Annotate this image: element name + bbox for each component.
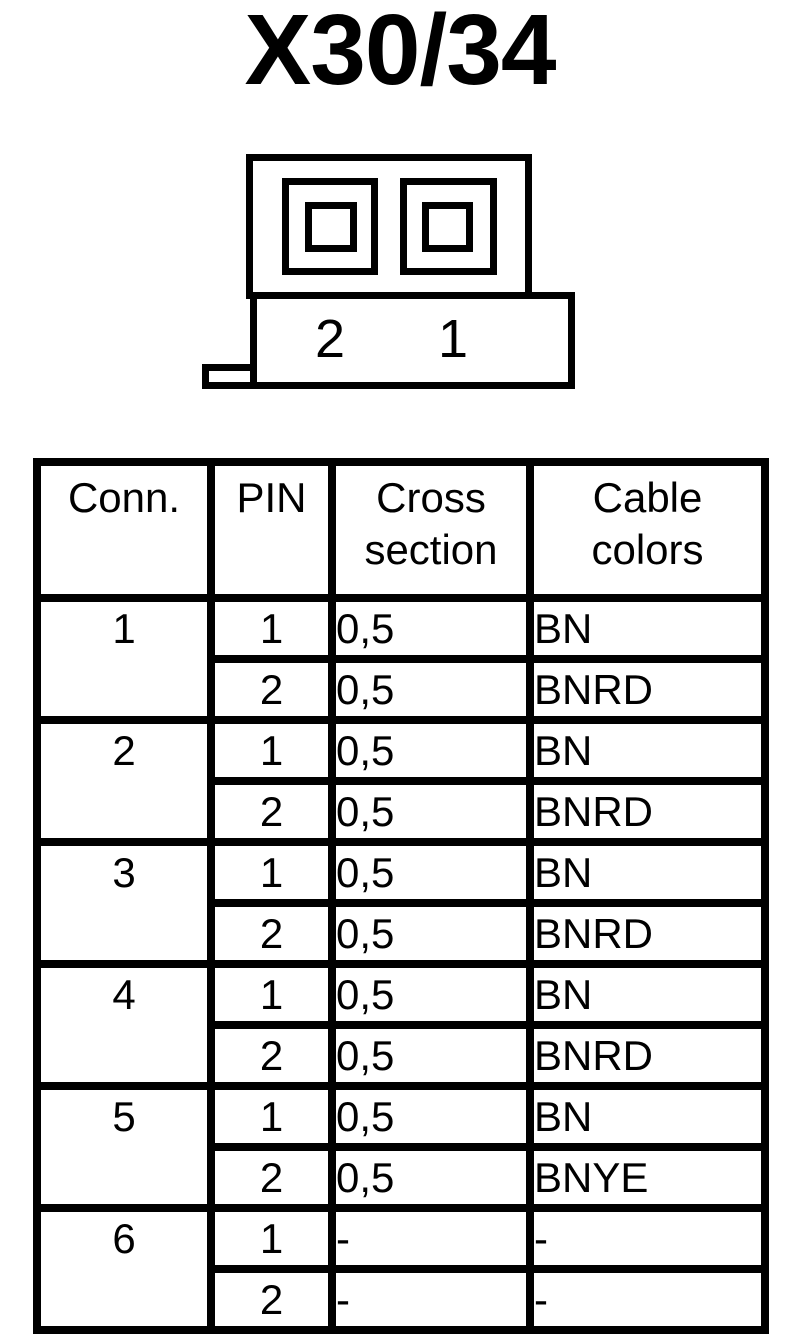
pin-label-1: 1 (437, 309, 469, 369)
cable-color-cell: BNRD (526, 655, 769, 724)
table-row: 2 1 0,5 BN (33, 716, 769, 846)
table-row: 4 1 0,5 BN (33, 960, 769, 1090)
cable-color-cell: BN (526, 960, 769, 1029)
header-cross-section: Cross section (328, 458, 534, 602)
cross-section-cell: 0,5 (328, 716, 534, 785)
conn-cell: 5 (33, 1082, 215, 1212)
pin-cell: 2 (207, 655, 336, 724)
table-row: 6 1 - - (33, 1204, 769, 1334)
cross-section-cell: 0,5 (328, 838, 534, 907)
pin-cell: 2 (207, 1143, 336, 1212)
pin-label-2: 2 (314, 309, 346, 369)
pin-cell: 1 (207, 838, 336, 907)
table-row: 1 1 0,5 BN (33, 594, 769, 724)
cable-color-cell: BNYE (526, 1143, 769, 1212)
table-row: 2 0,5 BNRD (37, 1021, 769, 1090)
cross-section-cell: 0,5 (328, 777, 534, 846)
connector-title: X30/34 (244, 0, 557, 106)
table-row: 5 1 0,5 BN (33, 1082, 769, 1212)
conn-cell: 3 (33, 838, 215, 968)
cable-color-cell: BNRD (526, 777, 769, 846)
pinout-table: Conn. PIN Cross section Cable colors 1 1… (33, 458, 769, 1334)
pin-cell: 1 (207, 1204, 336, 1273)
pin-cell: 1 (207, 960, 336, 1029)
cable-color-cell: BNRD (526, 899, 769, 968)
cable-color-cell: BN (526, 594, 769, 663)
header-pin: PIN (207, 458, 336, 602)
cross-section-cell: 0,5 (328, 594, 534, 663)
cable-color-cell: BN (526, 716, 769, 785)
conn-cell: 1 (33, 594, 215, 724)
pin-cell: 2 (207, 899, 336, 968)
pin-cell: 1 (207, 716, 336, 785)
table-row: 2 0,5 BNRD (37, 777, 769, 846)
pin-cell: 2 (207, 1265, 336, 1334)
cable-color-cell: BN (526, 838, 769, 907)
cable-color-cell: BN (526, 1082, 769, 1151)
pin-cell: 2 (207, 777, 336, 846)
header-conn: Conn. (33, 458, 215, 602)
pin-cavity-1-inner (422, 202, 473, 252)
cross-section-cell: 0,5 (328, 960, 534, 1029)
table-row: 2 0,5 BNRD (37, 899, 769, 968)
table-row: 2 0,5 BNRD (37, 655, 769, 724)
pin-cavity-2-inner (305, 202, 357, 252)
cable-color-cell: - (526, 1265, 769, 1334)
header-cable-colors: Cable colors (526, 458, 769, 602)
cable-color-cell: BNRD (526, 1021, 769, 1090)
header-row: Conn. PIN Cross section Cable colors (33, 458, 769, 602)
cross-section-cell: 0,5 (328, 655, 534, 724)
connector-mounting-tab (202, 364, 257, 389)
cross-section-cell: 0,5 (328, 1082, 534, 1151)
conn-cell: 6 (33, 1204, 215, 1334)
pin-cell: 2 (207, 1021, 336, 1090)
conn-cell: 2 (33, 716, 215, 846)
table-row: 2 0,5 BNYE (37, 1143, 769, 1212)
cross-section-cell: - (328, 1204, 534, 1273)
cross-section-cell: 0,5 (328, 1021, 534, 1090)
pin-cell: 1 (207, 594, 336, 663)
connector-base (250, 292, 575, 389)
pin-cell: 1 (207, 1082, 336, 1151)
cross-section-cell: 0,5 (328, 1143, 534, 1212)
conn-cell: 4 (33, 960, 215, 1090)
table-row: 3 1 0,5 BN (33, 838, 769, 968)
cross-section-cell: 0,5 (328, 899, 534, 968)
cable-color-cell: - (526, 1204, 769, 1273)
cross-section-cell: - (328, 1265, 534, 1334)
